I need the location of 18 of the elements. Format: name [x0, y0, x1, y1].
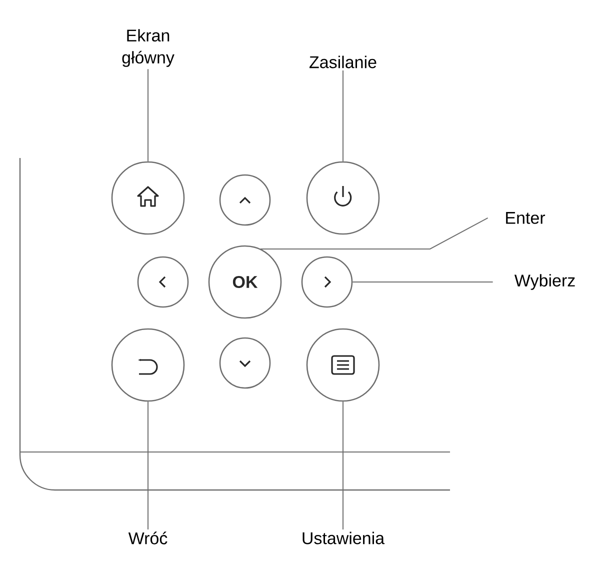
power-button [306, 161, 380, 235]
back-button [111, 328, 185, 402]
button-label: Wróć [128, 532, 168, 544]
button-label: Enter [506, 212, 546, 224]
down-button [219, 337, 271, 389]
leader-line [342, 401, 344, 530]
up-button [219, 174, 271, 226]
leader-line [260, 218, 488, 250]
button-label: Wybierz [514, 274, 575, 290]
menu-button [306, 328, 380, 402]
left-button [137, 256, 189, 308]
leader-line [342, 70, 344, 162]
home-button [111, 161, 185, 235]
button-label: Ustawienia [302, 532, 385, 544]
button-label: Ekran główny [122, 29, 174, 67]
button-label: Zasilanie [310, 56, 376, 68]
right-button [301, 256, 353, 308]
ok-button: OK [208, 245, 282, 319]
